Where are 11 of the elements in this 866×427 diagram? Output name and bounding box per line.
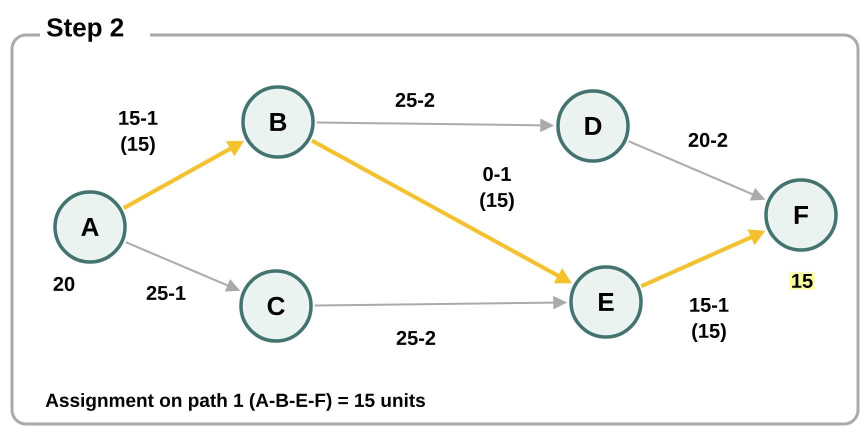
edge-label: 0-1 (15) bbox=[480, 166, 514, 212]
edge-label: 15-1 (15) bbox=[690, 298, 728, 342]
node-value: 20 bbox=[54, 276, 74, 292]
edge-label: 15-1 (15) bbox=[119, 111, 158, 155]
edge-label: 20-2 bbox=[688, 132, 728, 148]
caption: Assignment on path 1 (A-B-E-F) = 15 units bbox=[46, 393, 425, 411]
edge-label: 25-2 bbox=[396, 330, 436, 346]
edge-label: 25-1 bbox=[146, 286, 186, 300]
node-value: 15 bbox=[789, 272, 815, 290]
edge-label: 25-2 bbox=[396, 92, 434, 108]
title: Step 2 bbox=[46, 18, 124, 42]
